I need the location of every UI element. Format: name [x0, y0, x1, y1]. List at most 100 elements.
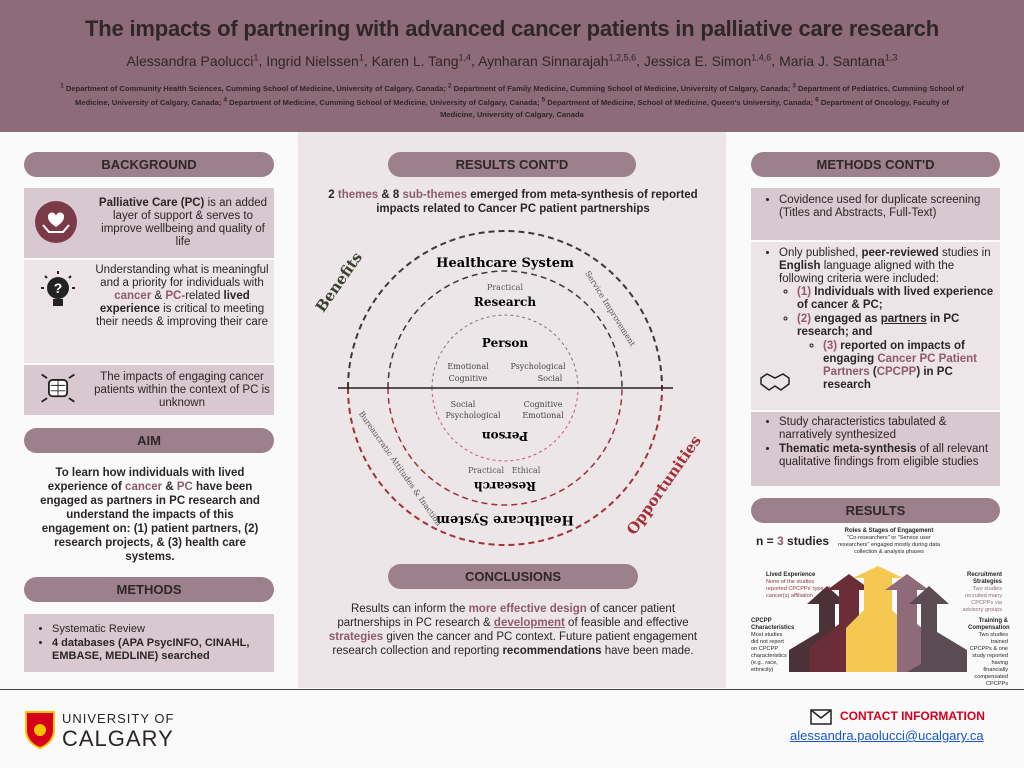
label-benefits: Benefits	[312, 249, 366, 316]
affiliation: 6 Department of Oncology, Faculty of Med…	[440, 96, 949, 120]
contact-email-link[interactable]: alessandra.paolucci@ucalgary.ca	[790, 728, 984, 743]
text: Results can inform the	[350, 603, 469, 615]
methods-heading: METHODS	[24, 577, 274, 602]
text: & 8	[378, 189, 403, 201]
emphasis: more effective design	[468, 603, 587, 615]
criterion-3: (3) reported on impacts of engaging Canc…	[823, 340, 996, 392]
background-item-1: Palliative Care (PC) is an added layer o…	[24, 188, 274, 258]
pc-definition: is an added layer of support & serves to…	[101, 197, 268, 248]
text: studies	[783, 534, 830, 548]
label-healthcare-bottom: Healthcare System	[436, 512, 574, 527]
background-item-2: ? Understanding what is meaningful and a…	[24, 260, 274, 363]
middle-ring-top	[387, 270, 623, 389]
n-studies: n = 3 studies	[756, 534, 829, 548]
emphasis: recommendations	[502, 645, 602, 657]
aim-text: To learn how individuals with lived expe…	[32, 466, 268, 564]
text: emerged from meta-synthesis of reported …	[376, 189, 698, 215]
conclusions-heading: CONCLUSIONS	[388, 564, 638, 589]
label-social-bottom: Social	[451, 400, 476, 409]
text: 2	[328, 189, 338, 201]
results-contd-heading: RESULTS CONT'D	[388, 152, 636, 177]
num: (2)	[797, 313, 812, 325]
text: &	[151, 290, 166, 302]
text: ) in PC research	[823, 366, 953, 391]
affiliations: 1 Department of Community Health Science…	[60, 80, 964, 121]
poster-title: The impacts of partnering with advanced …	[85, 16, 939, 41]
text: language aligned with the following crit…	[779, 260, 955, 285]
affiliation: 1 Department of Community Health Science…	[60, 82, 448, 93]
pc-highlight: PC	[165, 290, 182, 302]
callout-title: Recruitment Strategies	[966, 572, 1002, 585]
header-banner	[0, 0, 1024, 132]
arrow-5	[907, 586, 967, 672]
label-practical-bottom: Practical	[468, 466, 504, 475]
middle-ring-bottom	[387, 387, 623, 506]
background-heading: BACKGROUND	[24, 152, 274, 177]
footer-divider	[0, 689, 1024, 690]
handshake-icon	[760, 373, 790, 391]
methods-contd-item-2: Only published, peer-reviewed studies in…	[751, 242, 1000, 410]
results-heading: RESULTS	[751, 498, 1000, 523]
author: Maria J. Santana1,3	[779, 52, 898, 69]
methods-contd-item-1: Covidence used for duplicate screening (…	[751, 188, 1000, 240]
text: have been made.	[601, 645, 694, 657]
aim-heading: AIM	[24, 428, 274, 453]
label-emotional: Emotional	[447, 362, 489, 371]
author: Alessandra Paolucci1	[126, 52, 259, 69]
criterion-2: (2) engaged as partners in PC research; …	[797, 313, 996, 339]
cancer-highlight: cancer	[125, 481, 163, 493]
results-intro: 2 themes & 8 sub-themes emerged from met…	[318, 188, 708, 216]
methods-item: Systematic Review	[52, 623, 274, 636]
num: (1)	[797, 286, 812, 298]
label-psychological: Psychological	[510, 362, 566, 371]
outer-ring-top	[347, 230, 663, 389]
author: Ingrid Nielssen1	[266, 52, 364, 69]
label-opportunities: Opportunities	[623, 432, 705, 538]
text: of this engagement on: (1) patient partn…	[41, 509, 259, 563]
label-practical-top: Practical	[487, 283, 523, 292]
unknown-impacts-text: The impacts of engaging cancer patients …	[94, 371, 270, 409]
text: Only published,	[779, 247, 862, 259]
text: of cancer patient partnerships in PC res…	[337, 603, 676, 629]
callout-text: Two studies trained CPCPPs & one study r…	[969, 632, 1008, 687]
impacts: impacts	[152, 509, 197, 521]
text: To learn how individuals with lived expe…	[47, 467, 245, 493]
text: studies in	[938, 247, 991, 259]
text: -related	[181, 290, 224, 302]
roles-callout: Roles & Stages of Engagement"Co-research…	[834, 528, 944, 556]
cancer-highlight: cancer	[114, 290, 152, 302]
mail-icon	[810, 709, 832, 725]
label-research-top: Research	[474, 295, 536, 309]
arrows-graphic	[789, 566, 967, 672]
affiliation: 3 Department of Pediatrics, Cumming Scho…	[75, 82, 964, 108]
emphasis: peer-reviewed	[861, 247, 939, 259]
text: Individuals with lived experience of can…	[797, 286, 994, 311]
text: in PC research; and	[797, 313, 960, 338]
count: 3	[777, 534, 784, 548]
methods-contd-item-3: Study characteristics tabulated & narrat…	[751, 412, 1000, 486]
university-of: UNIVERSITY OF	[62, 711, 175, 726]
text: of feasible and effective	[564, 617, 689, 629]
criterion-1: (1) Individuals with lived experience of…	[797, 286, 996, 312]
label-cognitive: Cognitive	[449, 374, 488, 383]
background-item-3: The impacts of engaging cancer patients …	[24, 365, 274, 415]
label-research-bottom: Research	[474, 479, 536, 493]
outer-ring-bottom	[347, 387, 663, 546]
callout-title: Lived Experience	[766, 572, 816, 578]
subthemes: sub-themes	[402, 189, 467, 201]
label-person-bottom: Person	[482, 429, 528, 443]
affiliation: 2 Department of Family Medicine, Cumming…	[448, 82, 793, 93]
lightbulb-question-icon: ?	[41, 271, 75, 306]
emphasis: Thematic meta-synthesis	[779, 443, 917, 455]
pc-term: Palliative Care (PC)	[98, 197, 205, 209]
themes: themes	[337, 189, 379, 201]
affiliation: 5 Department of Medicine, School of Medi…	[541, 96, 816, 108]
emphasis: Cancer PC Patient Partners	[823, 353, 978, 378]
label-social: Social	[538, 374, 563, 383]
label-cognitive-bottom: Cognitive	[524, 400, 563, 409]
pc-highlight: PC	[176, 481, 193, 493]
list-item: Covidence used for duplicate screening (…	[779, 194, 996, 220]
text: have been engaged as partners in PC rese…	[40, 481, 260, 521]
middle-panel	[298, 132, 726, 688]
